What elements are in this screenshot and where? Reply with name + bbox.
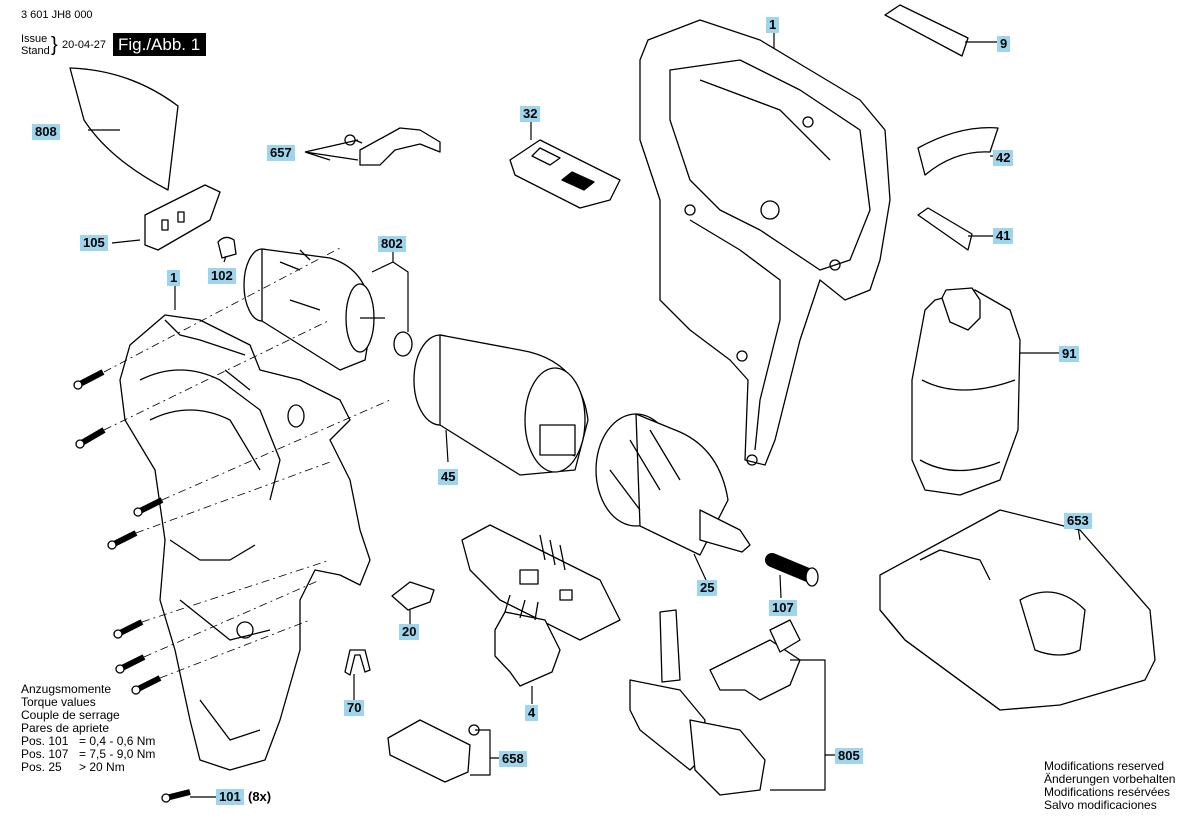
callout-107: 107 — [769, 600, 797, 616]
modifications-en: Modifications reserved — [1044, 759, 1165, 773]
callout-91: 91 — [1059, 346, 1080, 362]
torque-pos: Pos. 25 — [21, 760, 62, 774]
callout-20: 20 — [399, 624, 420, 640]
callout-9: 9 — [997, 36, 1011, 52]
modifications-es: Salvo modificaciones — [1044, 798, 1157, 812]
torque-pos: Pos. 101 — [21, 734, 69, 748]
screw-101-icon — [73, 369, 191, 803]
clip-70-icon — [344, 649, 371, 676]
label-41-icon — [917, 207, 973, 251]
callout-25: 25 — [697, 580, 718, 596]
torque-values: Anzugsmomente Torque values Couple de se… — [21, 683, 155, 774]
torque-title-fr: Couple de serrage — [21, 708, 120, 722]
switch-assembly-805-icon — [629, 609, 801, 796]
callout-102: 102 — [208, 268, 236, 284]
switch-4-icon — [494, 594, 561, 687]
housing-half-right-icon — [639, 19, 891, 466]
led-holder-658-icon — [387, 719, 480, 783]
issue-date: 20-04-27 — [62, 39, 107, 51]
modifications-fr: Modifications resérvées — [1044, 785, 1171, 799]
label-9-icon — [884, 4, 969, 57]
chuck-25-icon — [595, 413, 751, 556]
bracket-657-icon — [344, 127, 441, 166]
torque-value: = 7,5 - 9,0 Nm — [79, 747, 156, 761]
callout-105: 105 — [80, 235, 108, 251]
callout-101: 101 — [216, 789, 244, 805]
housing-half-left-icon — [119, 314, 371, 771]
torque-title-de: Anzugsmomente — [21, 682, 112, 696]
torque-value: > 20 Nm — [79, 760, 125, 774]
callout-1-left-housing: 1 — [167, 270, 181, 286]
doc-number: 3 601 JH8 000 — [21, 9, 93, 21]
assembly-lines — [103, 247, 391, 679]
torque-row: Pos. 25 > 20 Nm — [21, 761, 155, 774]
cover-105-icon — [144, 184, 221, 251]
slider-20-icon — [391, 581, 435, 611]
callout-657: 657 — [267, 145, 295, 161]
motor-802-icon — [243, 248, 413, 371]
callout-658: 658 — [499, 751, 527, 767]
screw-107-icon — [765, 553, 819, 587]
issue-label: Issue — [21, 33, 48, 45]
film-sheet-808-icon — [69, 67, 179, 191]
torque-row: Pos. 107 = 7,5 - 9,0 Nm — [21, 748, 155, 761]
gearbox-45-icon — [413, 334, 589, 476]
callout-70: 70 — [344, 700, 365, 716]
figure-label: Fig./Abb. 1 — [113, 33, 207, 56]
callout-42: 42 — [993, 150, 1014, 166]
electronics-board-icon — [461, 524, 621, 641]
torque-row: Pos. 101 = 0,4 - 0,6 Nm — [21, 735, 155, 748]
modifications-note: Modifications reserved Änderungen vorbeh… — [1044, 760, 1175, 812]
callout-45: 45 — [438, 469, 459, 485]
torque-title-en: Torque values — [21, 695, 96, 709]
stand-label: Stand — [21, 45, 50, 57]
label-42-icon — [917, 127, 999, 176]
torque-pos: Pos. 107 — [21, 747, 69, 761]
cap-102-icon — [217, 236, 237, 259]
battery-91-icon — [911, 287, 1021, 496]
callout-41: 41 — [993, 228, 1014, 244]
switch-cap-32-icon — [509, 139, 621, 209]
callout-653: 653 — [1064, 513, 1092, 529]
callout-32: 32 — [520, 106, 541, 122]
header-brace: } — [51, 34, 58, 56]
torque-title-es: Pares de apriete — [21, 721, 110, 735]
callout-808: 808 — [32, 124, 60, 140]
torque-value: = 0,4 - 0,6 Nm — [79, 734, 156, 748]
callout-805: 805 — [835, 748, 863, 764]
callout-4: 4 — [525, 705, 539, 721]
quantity-101: (8x) — [248, 789, 272, 804]
callout-1-right-housing: 1 — [766, 17, 780, 33]
charger-653-icon — [879, 509, 1156, 711]
modifications-de: Änderungen vorbehalten — [1044, 772, 1176, 786]
callout-802: 802 — [378, 236, 406, 252]
